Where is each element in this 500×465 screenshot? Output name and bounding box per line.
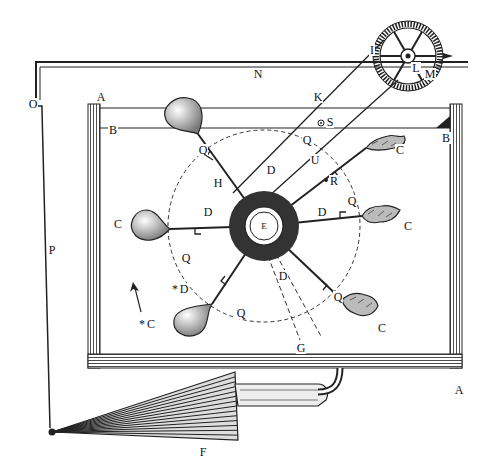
part-letter: N [253,68,264,80]
part-letter: C [403,220,413,232]
part-letter: A [96,91,107,103]
part-letter: O [28,98,39,110]
part-letter: Q [236,307,247,319]
part-letter: C [146,318,156,330]
part-letter: R [329,175,339,187]
part-letter: B [108,124,118,136]
part-letter: F [199,446,208,458]
part-letter: C [377,322,387,334]
part-letter: L [411,62,420,74]
part-letter: C [113,218,123,230]
part-letter: H [213,177,224,189]
part-letter: A [454,384,465,396]
part-letter: I [369,44,375,56]
part-letter: Q [333,291,344,303]
part-letter: D [317,206,328,218]
part-letter: * [138,318,146,330]
part-letter: E [260,220,268,232]
part-letter: D [278,270,289,282]
part-letter: S [326,116,335,128]
part-letter: Q [181,252,192,264]
part-letter: B [441,132,451,144]
part-letter: Q [198,144,209,156]
part-letter: D [179,283,190,295]
part-letter: C [395,144,405,156]
part-letter: D [266,164,277,176]
part-letter: G [296,342,307,354]
part-letter: P [48,244,57,256]
part-letter: U [310,154,321,166]
part-letter: K [313,91,324,103]
part-letter: Q [347,195,358,207]
part-letter: D [203,206,214,218]
part-letter: M [424,68,437,80]
part-letter: Q [302,134,313,146]
